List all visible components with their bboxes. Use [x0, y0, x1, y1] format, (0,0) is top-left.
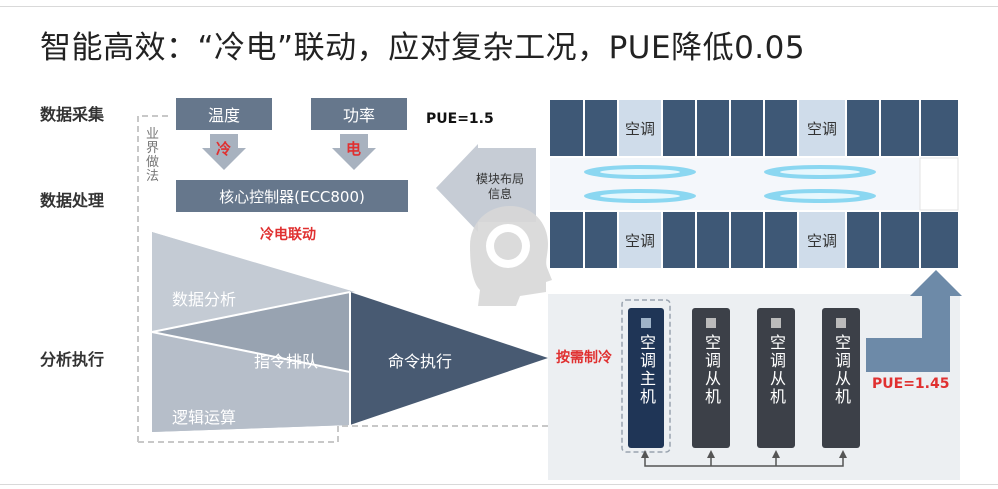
ac-slave-cabinet-3: 空调从机: [822, 308, 860, 448]
row-label-process: 数据处理: [40, 191, 105, 210]
ac-unit-bottom-2: 空调: [799, 212, 845, 268]
triangle-execute: [350, 292, 548, 425]
controller-box: 核心控制器(ECC800): [176, 180, 408, 212]
ac-slave-label: 空调从机: [767, 334, 786, 406]
pue-before-label: PUE=1.5: [426, 111, 494, 127]
power-down-arrow: [332, 134, 376, 170]
ac-master-cabinet: 空调主机: [628, 308, 664, 448]
ac-unit-top-1: 空调: [619, 100, 661, 156]
on-demand-label: 按需制冷: [556, 350, 612, 366]
cabinet-panel-bg: [548, 294, 960, 480]
cold-char: 冷: [216, 140, 232, 158]
industry-bracket: [137, 115, 168, 442]
triangle-top-clip: [152, 232, 355, 332]
module-info-label: 模块布局 信息: [475, 172, 524, 201]
rack-row-bottom: [550, 212, 958, 268]
ac-slave-cabinet-1: 空调从机: [692, 308, 730, 448]
ac-slave-cabinet-2: 空调从机: [757, 308, 795, 448]
ac-unit-bottom-1: 空调: [619, 212, 661, 268]
row-label-collect: 数据采集: [40, 105, 105, 124]
execute-label: 命令执行: [388, 352, 453, 371]
data-analysis-label: 数据分析: [172, 290, 237, 309]
dashed-flow-line: [138, 425, 616, 443]
linkage-label: 冷电联动: [260, 227, 316, 243]
triangle-bottom: [152, 372, 350, 432]
command-queue-label: 指令排队: [254, 352, 319, 371]
industry-label: 业界做法: [146, 127, 160, 184]
cabinet-bus-line: [644, 456, 844, 467]
triangle-middle-wedge: [152, 292, 350, 372]
improvement-arrow: [866, 270, 962, 372]
elec-char: 电: [346, 140, 362, 158]
logic-calc-label: 逻辑运算: [172, 408, 237, 427]
pue-after-label: PUE=1.45: [872, 376, 950, 392]
temperature-box: 温度: [176, 98, 272, 130]
ac-master-label: 空调主机: [637, 334, 656, 406]
ac-slave-label: 空调从机: [702, 334, 721, 406]
page-title: 智能高效：“冷电”联动，应对复杂工况，PUE降低0.05: [40, 30, 806, 66]
rack-row-top: [550, 100, 958, 156]
temp-down-arrow: [202, 134, 246, 170]
power-box: 功率: [311, 98, 407, 130]
cold-aisle: [550, 158, 920, 210]
ac-slave-label: 空调从机: [832, 334, 851, 406]
bottom-divider: [0, 484, 998, 485]
top-divider: [0, 6, 998, 7]
ac-unit-top-2: 空调: [799, 100, 845, 156]
row-label-analyze: 分析执行: [40, 350, 105, 369]
head-icon: [470, 206, 552, 306]
